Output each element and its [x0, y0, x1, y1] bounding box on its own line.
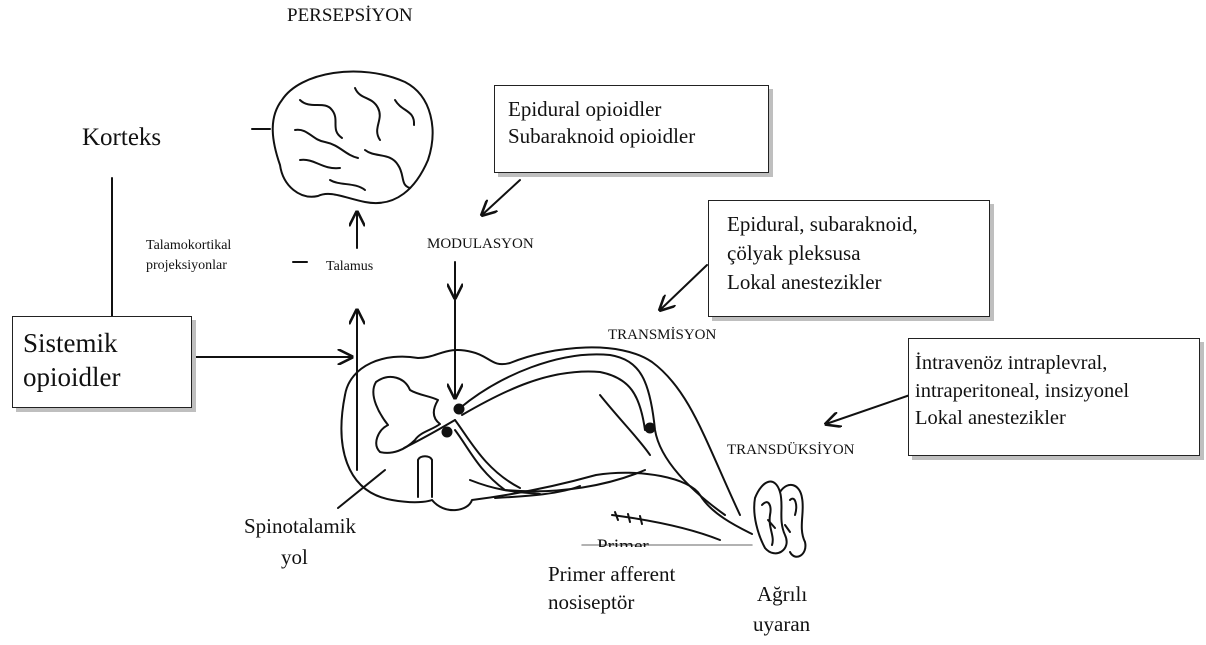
- perception-label: PERSEPSİYON: [287, 5, 413, 27]
- systemic-opioids-line2: opioidler: [23, 361, 191, 395]
- neuraxial-pointer-arrow: [482, 180, 520, 215]
- transmission-label: TRANSMİSYON: [608, 327, 716, 344]
- epidural-pointer-arrow: [660, 265, 707, 310]
- afferent-label-line2: nosiseptör: [548, 590, 634, 614]
- iv-local-line1: İntravenöz intraplevral,: [915, 350, 1199, 378]
- painful-stimulus-icon: [754, 482, 805, 557]
- afferent-label-line1: Primer afferent: [548, 562, 675, 586]
- ganglion-dot: [646, 424, 655, 433]
- neuraxial-opioids-line2: Subaraknoid opioidler: [508, 123, 768, 150]
- thalamocortical-label-line2: projeksiyonlar: [146, 258, 227, 274]
- synapse-dot-lower: [443, 428, 452, 437]
- systemic-opioids-line1: Sistemik: [23, 327, 191, 361]
- spinothalamic-label-line2: yol: [281, 545, 308, 569]
- neuraxial-opioids-line1: Epidural opioidler: [508, 96, 768, 123]
- iv-local-line2: intraperitoneal, insizyonel: [915, 378, 1199, 406]
- iv-pointer-arrow: [826, 395, 910, 424]
- brain-icon: [273, 72, 433, 204]
- spinothalamic-label-line1: Spinotalamik: [244, 514, 356, 538]
- afferent-partial-label: Primer: [597, 536, 649, 547]
- spinothalamic-leader: [338, 470, 385, 508]
- neuraxial-opioids-box: Epidural opioidler Subaraknoid opioidler: [494, 85, 769, 173]
- modulation-label: MODULASYON: [427, 236, 534, 253]
- spinal-cord-section: [338, 347, 752, 545]
- stimulus-label-line1: Ağrılı: [757, 582, 807, 606]
- epidural-local-line3: Lokal anestezikler: [727, 268, 989, 297]
- systemic-opioids-box: Sistemik opioidler: [12, 316, 192, 408]
- iv-local-anesthetics-box: İntravenöz intraplevral, intraperitoneal…: [908, 338, 1200, 456]
- transduction-label: TRANSDÜKSİYON: [727, 442, 855, 459]
- epidural-local-line1: Epidural, subaraknoid,: [727, 210, 989, 239]
- synapse-dot-upper: [455, 405, 464, 414]
- epidural-local-anesthetics-box: Epidural, subaraknoid, çölyak pleksusa L…: [708, 200, 990, 317]
- cortex-label: Korteks: [82, 124, 161, 153]
- epidural-local-line2: çölyak pleksusa: [727, 239, 989, 268]
- iv-local-line3: Lokal anestezikler: [915, 405, 1199, 433]
- stimulus-label-line2: uyaran: [753, 612, 810, 636]
- thalamocortical-label-line1: Talamokortikal: [146, 238, 231, 254]
- thalamus-label: Talamus: [326, 259, 373, 275]
